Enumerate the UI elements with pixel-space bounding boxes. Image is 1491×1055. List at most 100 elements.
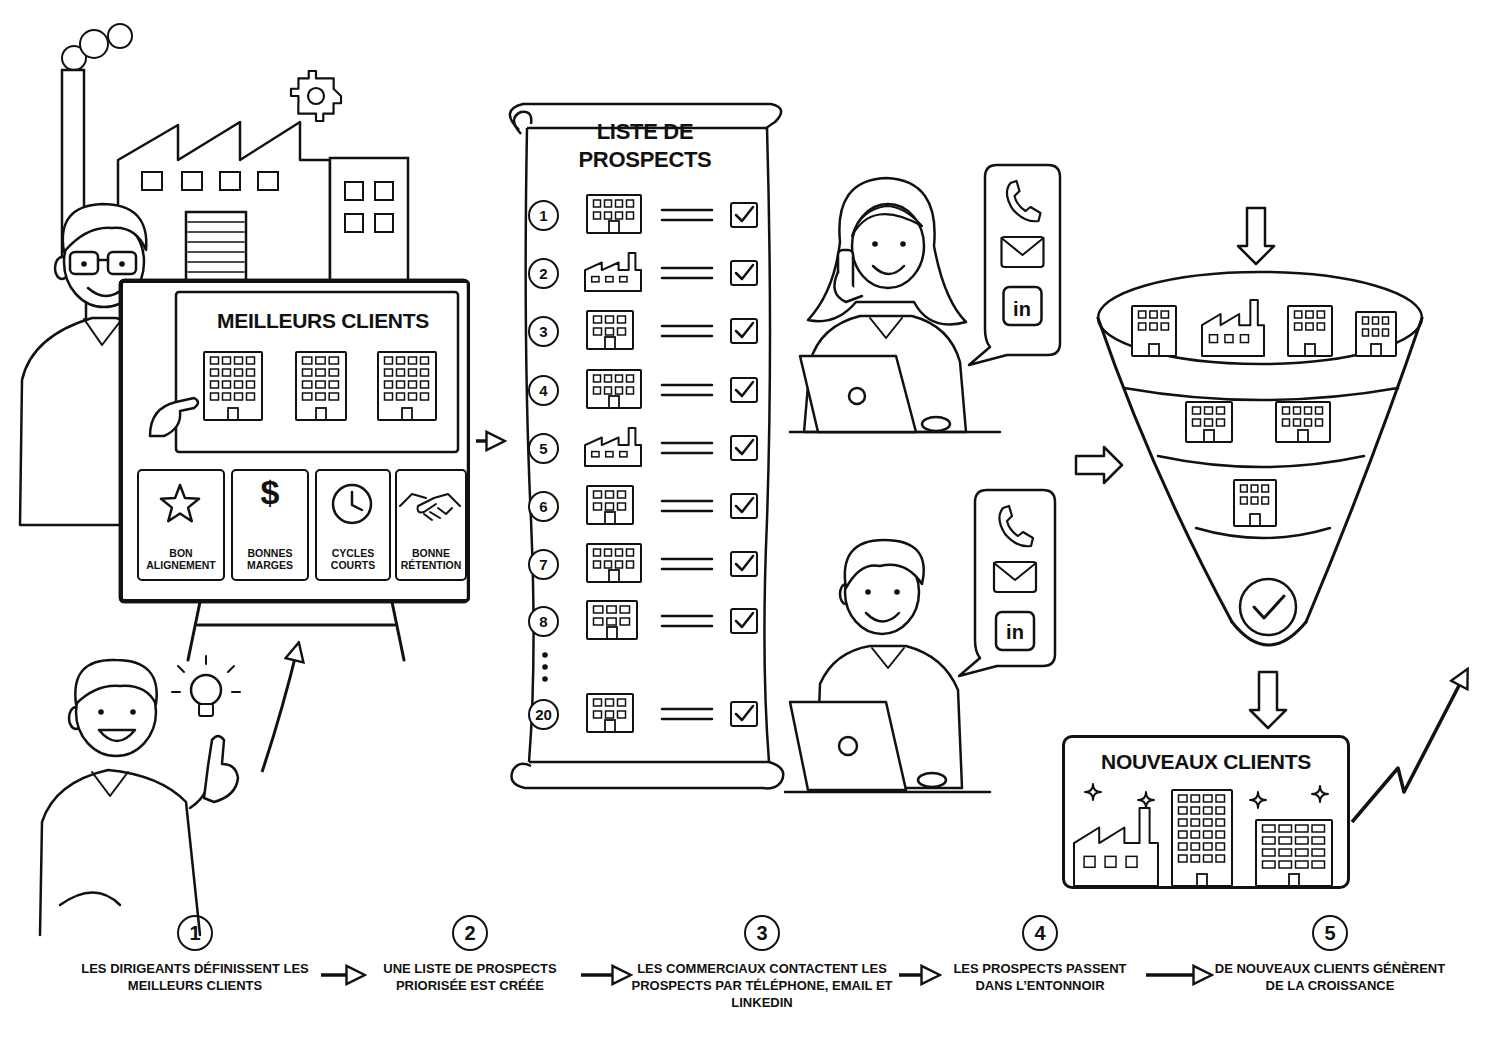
growth-arrow (1352, 672, 1466, 822)
process-step: 2UNE LISTE DE PROSPECTS PRIORISÉE EST CR… (365, 915, 575, 1035)
building-window (1251, 485, 1258, 492)
building-window (594, 200, 601, 207)
building-icon (1256, 820, 1332, 886)
building-door (1305, 344, 1315, 356)
board-screen (176, 292, 458, 452)
checkbox (731, 261, 757, 285)
linkedin-label: in (1013, 299, 1031, 319)
factory-window (182, 172, 202, 190)
row-lines (662, 326, 712, 336)
building-window (1216, 831, 1225, 838)
building-window (1283, 419, 1290, 426)
building-window (1305, 419, 1312, 426)
building-window (223, 369, 231, 376)
hair (845, 540, 924, 588)
building-window (594, 618, 603, 625)
building-window (605, 561, 612, 568)
collar (870, 318, 902, 338)
dollar-symbol: $ (261, 475, 280, 509)
smoke (108, 24, 132, 48)
step-number: 2 (452, 915, 488, 951)
rank-circle: 6 (528, 491, 559, 522)
building-window (616, 561, 623, 568)
linkedin-icon (996, 612, 1034, 650)
clock-hands (352, 492, 362, 510)
factory-window (592, 277, 599, 282)
building-window (303, 381, 312, 388)
factory-window (258, 172, 278, 190)
building-window (223, 381, 231, 388)
node-text: 5 (539, 441, 547, 456)
flow-arrow (476, 439, 503, 443)
bulb-rays (172, 656, 240, 692)
building-window (594, 316, 602, 323)
open-smile (99, 730, 135, 741)
ellipsis-dot (542, 652, 548, 658)
building-window (329, 381, 338, 388)
building-window (618, 316, 626, 323)
building-icon (204, 352, 262, 420)
step-number: 1 (177, 915, 213, 951)
building-icon (1288, 306, 1332, 356)
factory-window (1105, 856, 1116, 867)
eye (81, 261, 87, 267)
building-icon (587, 486, 633, 524)
glasses (108, 252, 136, 274)
factory-icon (585, 428, 641, 466)
factory-window (1240, 335, 1248, 343)
building-window (594, 491, 602, 498)
pointing-hand (150, 398, 198, 436)
building-window (1179, 831, 1188, 838)
tower-window (345, 182, 363, 200)
criteria-box: BON ALIGNEMENT (137, 469, 225, 581)
building-window (1216, 843, 1225, 850)
building-window (594, 711, 602, 718)
building-window (606, 699, 614, 706)
building-door (1204, 430, 1214, 442)
building-icon (587, 195, 641, 233)
building-window (594, 606, 603, 613)
tower-window (375, 182, 393, 200)
building-window (303, 357, 312, 364)
building-window (409, 381, 417, 388)
checkbox (731, 609, 757, 633)
node-text: LES PROSPECTS PASSENT DANS L’ENTONNOIR (940, 961, 1140, 995)
factory-window (1126, 856, 1137, 867)
building-window (1161, 311, 1168, 318)
building-window (409, 357, 417, 364)
building-window (1295, 311, 1302, 318)
building-window (1161, 323, 1168, 330)
linkedin-icon (1004, 287, 1042, 325)
building-window (618, 328, 626, 335)
building-window (1139, 323, 1146, 330)
checkmark (736, 440, 753, 454)
building-window (421, 357, 429, 364)
building-window (1363, 317, 1369, 324)
building-window (1205, 419, 1213, 426)
building-window (606, 503, 614, 510)
garage-slat (188, 241, 244, 243)
building-door (1298, 430, 1308, 442)
node-text: UNE LISTE DE PROSPECTS PRIORISÉE EST CRÉ… (365, 961, 575, 995)
building-window (620, 618, 629, 625)
building-window (211, 393, 219, 400)
smile (873, 266, 904, 274)
building-window (594, 699, 602, 706)
laptop (790, 702, 906, 790)
building-window (1191, 831, 1200, 838)
factory-window (606, 277, 613, 282)
building-door (228, 408, 238, 420)
building-window (618, 491, 626, 498)
building-window (397, 357, 405, 364)
rank-circle: 7 (528, 549, 559, 580)
building-window (594, 561, 601, 568)
block-arrow (1238, 208, 1274, 264)
building-window (1150, 311, 1157, 318)
process-step: 4LES PROSPECTS PASSENT DANS L’ENTONNOIR (940, 915, 1140, 1035)
result-box: NOUVEAUX CLIENTS (1062, 735, 1350, 889)
building-window (1179, 795, 1188, 802)
node-text: 4 (539, 383, 547, 398)
rank-circle: 8 (528, 606, 559, 637)
factory-window (220, 172, 240, 190)
garage-door (186, 212, 246, 282)
